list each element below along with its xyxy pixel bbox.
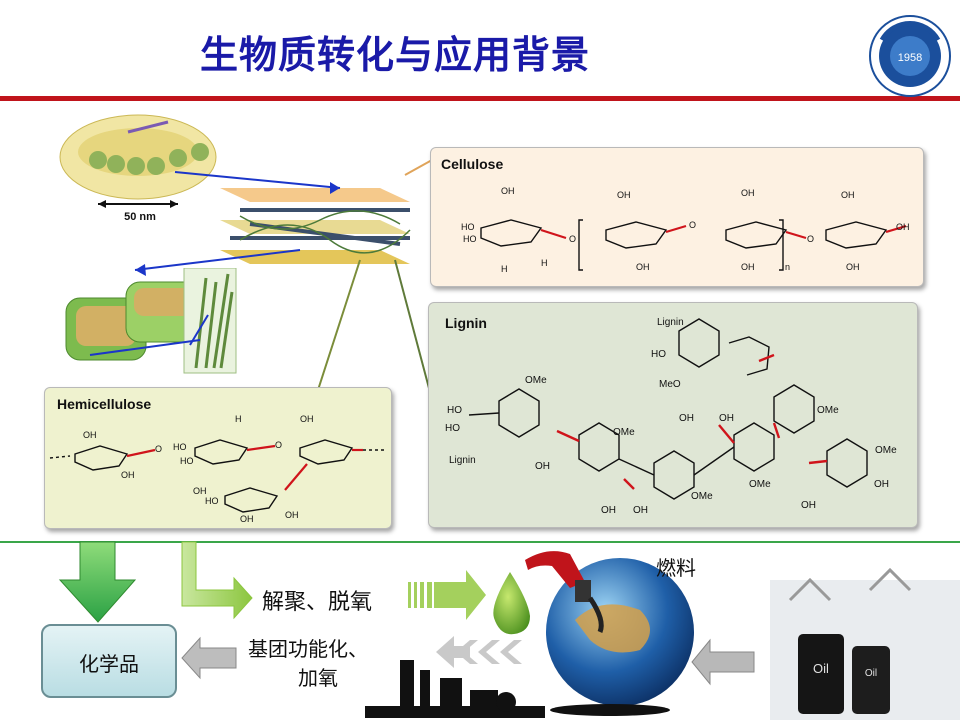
cellulose-panel: Cellulose OH HO HO O O O OH OH OH OH n H H OH OH OH xyxy=(430,147,924,287)
structure-connector-lines xyxy=(89,159,433,393)
svg-text:HO: HO xyxy=(173,442,187,452)
title-divider xyxy=(0,96,960,101)
svg-text:Lignin: Lignin xyxy=(657,317,684,328)
svg-text:OH: OH xyxy=(535,461,550,472)
svg-text:OMe: OMe xyxy=(525,375,547,386)
svg-text:n: n xyxy=(785,262,790,272)
svg-text:O: O xyxy=(807,234,814,244)
svg-text:O: O xyxy=(569,234,576,244)
svg-text:OH: OH xyxy=(83,430,97,440)
svg-text:OH: OH xyxy=(121,470,135,480)
scale-bar-label: 50 nm xyxy=(124,211,156,222)
svg-text:OH: OH xyxy=(801,500,816,511)
svg-text:OH: OH xyxy=(741,188,755,198)
svg-text:H: H xyxy=(501,264,508,274)
cell-wall-zoom-illustration: 50 nm xyxy=(59,114,217,222)
hemicellulose-label: Hemicellulose xyxy=(57,396,152,412)
svg-text:OMe: OMe xyxy=(875,445,897,456)
svg-text:O: O xyxy=(689,220,696,230)
lignin-label: Lignin xyxy=(445,315,487,331)
fuel-label: 燃料 xyxy=(656,556,696,580)
svg-text:OH: OH xyxy=(240,514,254,524)
svg-text:HO: HO xyxy=(463,234,477,244)
svg-text:OH: OH xyxy=(617,190,631,200)
svg-text:H: H xyxy=(235,414,242,424)
svg-text:HO: HO xyxy=(461,222,475,232)
svg-text:OMe: OMe xyxy=(749,479,771,490)
svg-text:MeO: MeO xyxy=(659,379,681,390)
svg-text:O: O xyxy=(155,444,162,454)
oil-barrel-label-small: Oil xyxy=(865,668,877,679)
plant-cells-illustration xyxy=(65,268,237,374)
depolymerize-label: 解聚、脱氧 xyxy=(262,590,373,615)
svg-text:Lignin: Lignin xyxy=(449,455,476,466)
svg-text:OH: OH xyxy=(300,414,314,424)
svg-text:O: O xyxy=(275,440,282,450)
functionalize-label-line1: 基团功能化、 xyxy=(248,637,368,661)
svg-text:OH: OH xyxy=(741,262,755,272)
svg-text:OMe: OMe xyxy=(817,405,839,416)
slide-title: 生物质转化与应用背景 xyxy=(200,33,591,77)
svg-text:OH: OH xyxy=(285,510,299,520)
chemicals-label: 化学品 xyxy=(79,652,139,676)
svg-text:HO: HO xyxy=(447,405,462,416)
svg-text:OMe: OMe xyxy=(613,427,635,438)
svg-text:OH: OH xyxy=(841,190,855,200)
svg-text:HO: HO xyxy=(205,496,219,506)
oil-barrel-label: Oil xyxy=(813,661,829,676)
svg-text:OMe: OMe xyxy=(691,491,713,502)
svg-text:OH: OH xyxy=(501,186,515,196)
conversion-flow-graphic: Oil Oil xyxy=(58,541,960,720)
svg-text:OH: OH xyxy=(846,262,860,272)
svg-text:OH: OH xyxy=(633,505,648,516)
svg-text:OH: OH xyxy=(896,222,910,232)
svg-text:HO: HO xyxy=(180,456,194,466)
section-divider xyxy=(0,541,960,543)
logo-year: 1958 xyxy=(898,52,922,64)
svg-text:OH: OH xyxy=(636,262,650,272)
svg-text:HO: HO xyxy=(651,349,666,360)
svg-text:OH: OH xyxy=(601,505,616,516)
svg-text:OH: OH xyxy=(719,413,734,424)
microfibril-block-illustration xyxy=(220,188,411,264)
svg-text:OH: OH xyxy=(874,479,889,490)
svg-text:HO: HO xyxy=(445,423,460,434)
university-seal-icon: 1958 xyxy=(869,15,951,97)
svg-text:H: H xyxy=(541,258,548,268)
cellulose-label: Cellulose xyxy=(441,156,504,172)
functionalize-label-line2: 加氧 xyxy=(298,666,338,690)
chemicals-box: 化学品 xyxy=(41,624,177,698)
cellulose-structure: OH HO HO O O O OH OH OH OH n H H OH OH OH xyxy=(461,186,910,274)
svg-text:OH: OH xyxy=(193,486,207,496)
svg-text:OH: OH xyxy=(679,413,694,424)
